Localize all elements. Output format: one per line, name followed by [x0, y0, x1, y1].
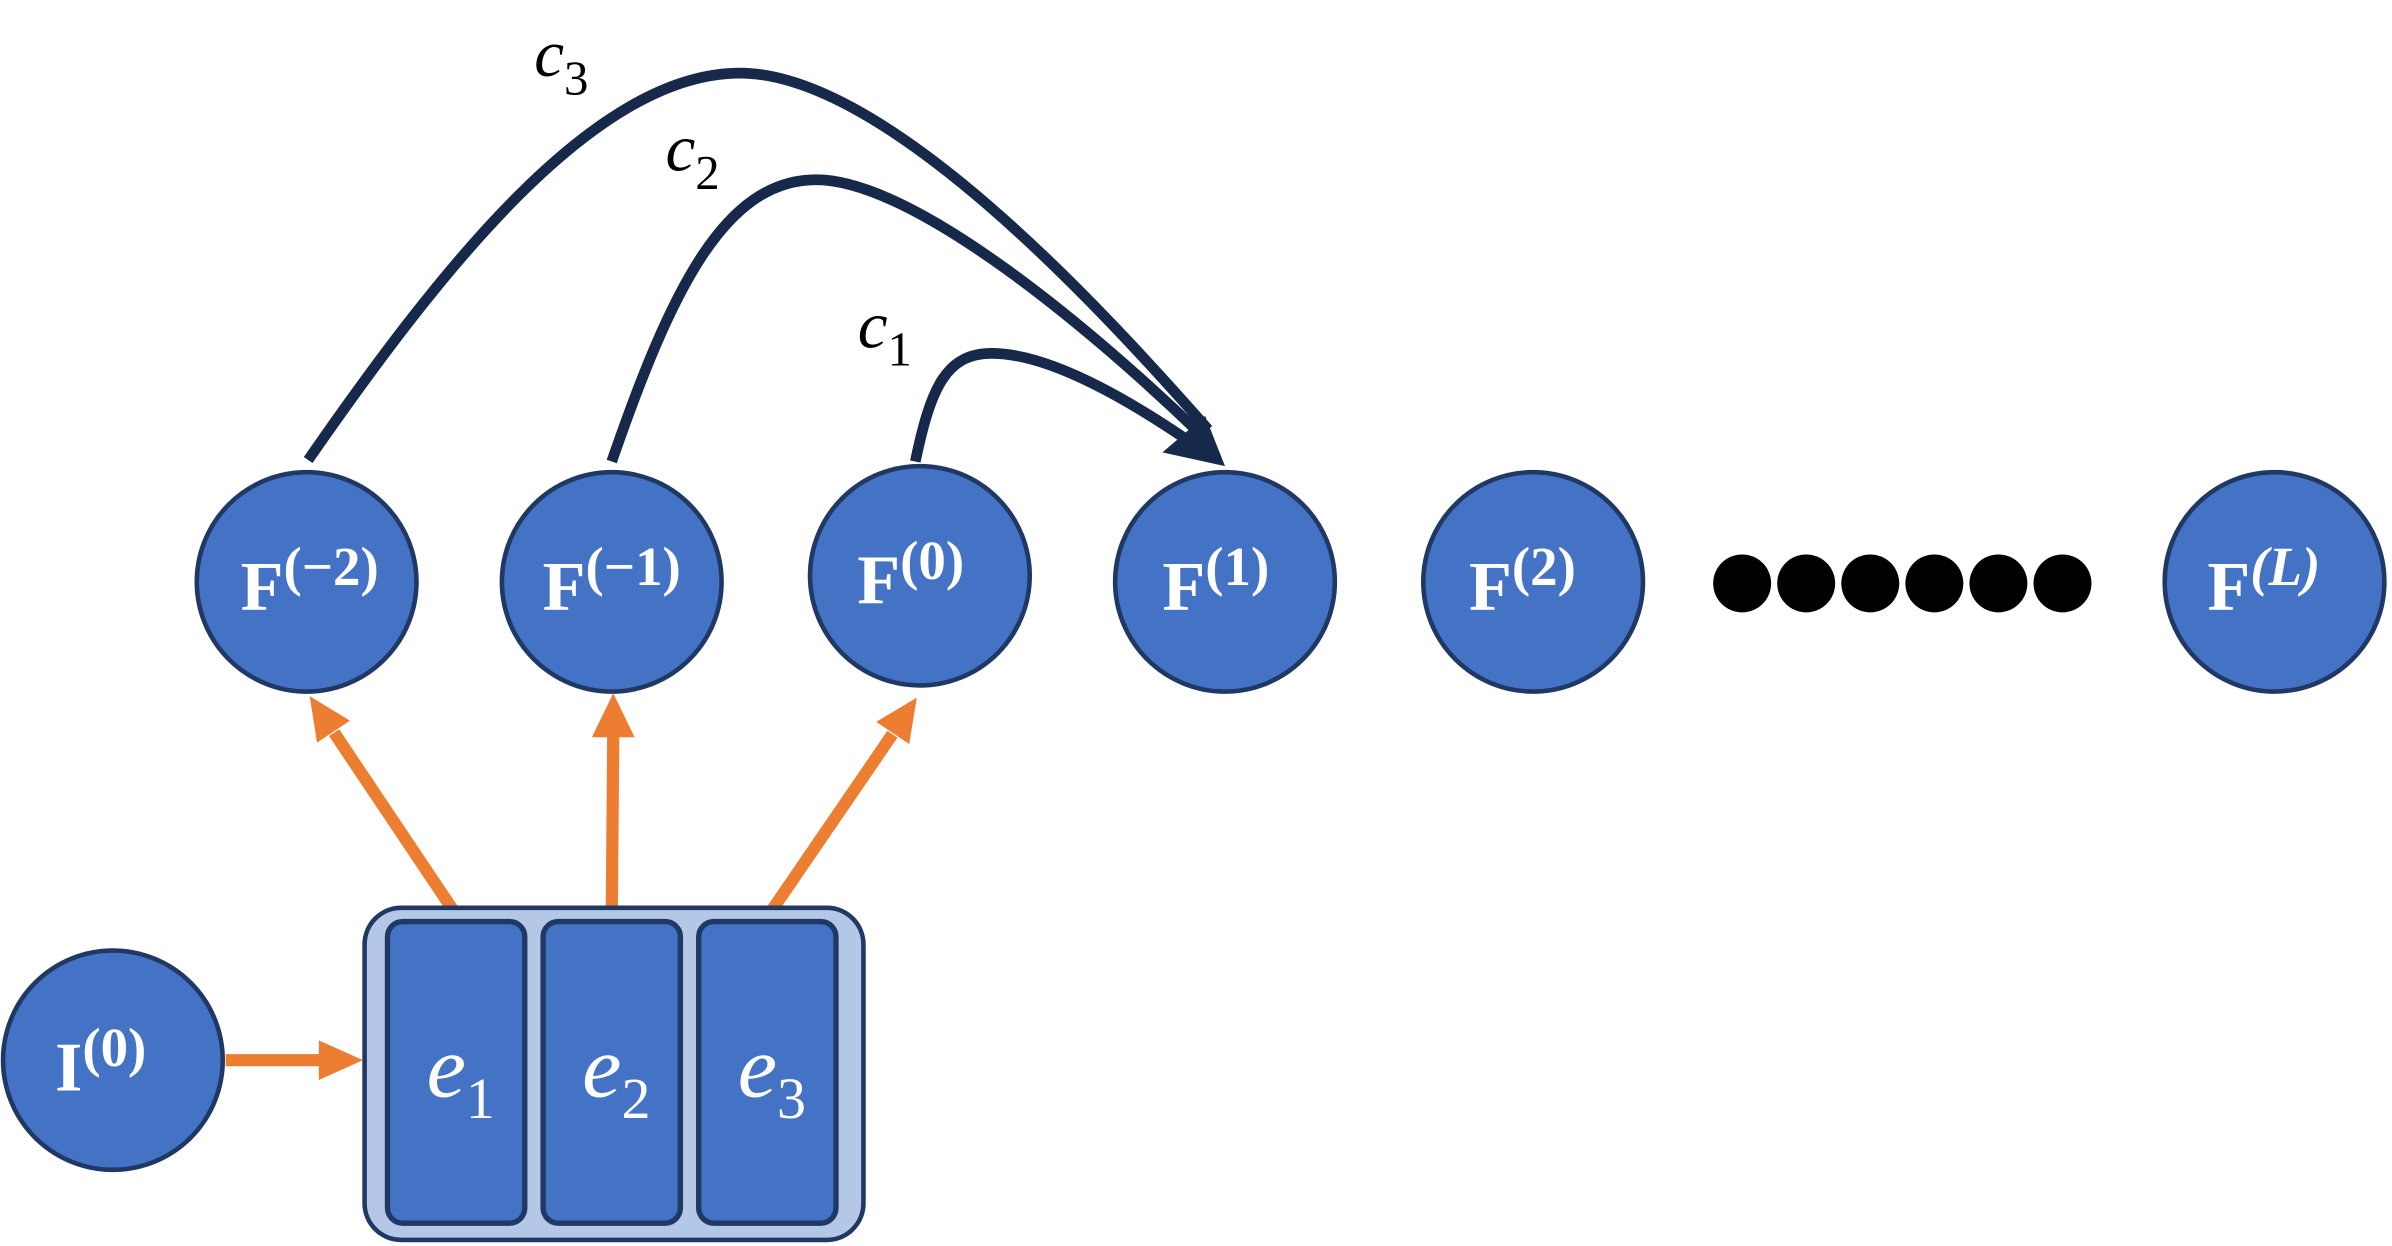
connection-curve-c3 [303, 67, 1213, 464]
expert-e2: e2 [540, 918, 684, 1226]
ellipsis-dot [1969, 554, 2028, 613]
ellipsis-dot [1713, 554, 1772, 613]
ellipsis-dot [1905, 554, 1964, 613]
node-label-sup: (0) [900, 530, 964, 591]
node-label: F(L) [2207, 536, 2320, 625]
feature-node-f-1: F(1) [1112, 469, 1338, 694]
connection-curve-c2 [606, 174, 1206, 464]
node-label-sup: (L) [2250, 536, 2320, 597]
node-circle [1421, 469, 1646, 694]
arrow-expert-1-to-f-minus-2 [309, 696, 463, 921]
node-label-base: I [55, 1030, 82, 1107]
node-circle [1112, 469, 1338, 694]
expert-label: e3 [738, 1019, 806, 1131]
node-label-sup: (1) [1205, 536, 1269, 597]
expert-label-sub: 2 [621, 1066, 650, 1131]
node-label: F(2) [1469, 536, 1576, 625]
expert-label: e1 [427, 1019, 495, 1131]
node-label: F(1) [1162, 536, 1269, 625]
feature-node-f-l: F(L) [2162, 469, 2387, 694]
node-label-sup: (−1) [586, 536, 681, 597]
node-label: F(−2) [241, 536, 379, 625]
connection-curve-c1 [910, 348, 1193, 463]
node-label-base: F [1162, 548, 1205, 625]
connection-label-sub: 1 [887, 323, 911, 377]
feature-node-f-minus-2: F(−2) [194, 469, 419, 694]
node-circle [499, 469, 724, 694]
node-label: F(−1) [543, 536, 681, 625]
expert-label-sub: 3 [777, 1066, 806, 1131]
expert-label-base: e [427, 1019, 466, 1117]
expert-box [696, 918, 839, 1226]
feature-node-f-0: F(0) [807, 463, 1033, 688]
node-label-base: F [857, 542, 900, 619]
expert-e3: e3 [696, 918, 839, 1226]
expert-box [384, 918, 528, 1226]
expert-e1: e1 [384, 918, 528, 1226]
connection-label-base: c [534, 16, 564, 91]
arrow-input-to-experts [225, 1040, 364, 1080]
node-label-sup: (2) [1512, 536, 1576, 597]
connection-label-sub: 2 [695, 146, 719, 200]
feature-node-f-minus-1: F(−1) [499, 469, 724, 694]
arrow-head [591, 693, 635, 738]
ellipsis [1713, 554, 2092, 613]
node-label-sup: (−2) [283, 536, 378, 597]
connection-label-base: c [858, 287, 888, 362]
expert-group: e1 e2 e3 [362, 905, 866, 1243]
node-label: F(0) [857, 530, 964, 619]
connection-label-base: c [665, 111, 695, 186]
expert-box [540, 918, 684, 1226]
connection-label-sub: 3 [564, 51, 588, 105]
ellipsis-dot [1777, 554, 1836, 613]
node-label-base: F [241, 548, 284, 625]
input-node-i-0: I(0) [0, 948, 226, 1173]
expert-label: e2 [582, 1019, 650, 1131]
connection-label-c2: c2 [665, 111, 719, 200]
node-circle [807, 463, 1033, 688]
node-label-base: F [1469, 548, 1512, 625]
arrow-head [318, 1040, 364, 1080]
arrow-head [309, 696, 350, 743]
node-circle [0, 948, 226, 1173]
ellipsis-dot [2033, 554, 2092, 613]
node-circle [194, 469, 419, 694]
ellipsis-dot [1841, 554, 1900, 613]
arrow-shaft [762, 730, 898, 921]
arrow-expert-3-to-f-0 [762, 697, 917, 921]
connection-label-c1: c1 [858, 287, 912, 376]
connection-label-c3: c3 [534, 16, 588, 105]
expert-label-base: e [582, 1019, 621, 1117]
expert-label-base: e [738, 1019, 777, 1117]
connection-arrowhead [1162, 415, 1225, 467]
node-circle [2162, 469, 2387, 694]
node-label-base: F [2207, 548, 2250, 625]
node-label-base: F [543, 548, 586, 625]
arrow-shaft [329, 729, 463, 921]
arrow-head [876, 697, 917, 745]
node-label-sup: (0) [82, 1017, 146, 1078]
arrow-shaft [605, 735, 620, 918]
node-label: I(0) [55, 1017, 146, 1106]
arrow-expert-2-to-f-minus-1 [591, 693, 635, 918]
expert-label-sub: 1 [466, 1066, 495, 1131]
feature-node-f-2: F(2) [1421, 469, 1646, 694]
